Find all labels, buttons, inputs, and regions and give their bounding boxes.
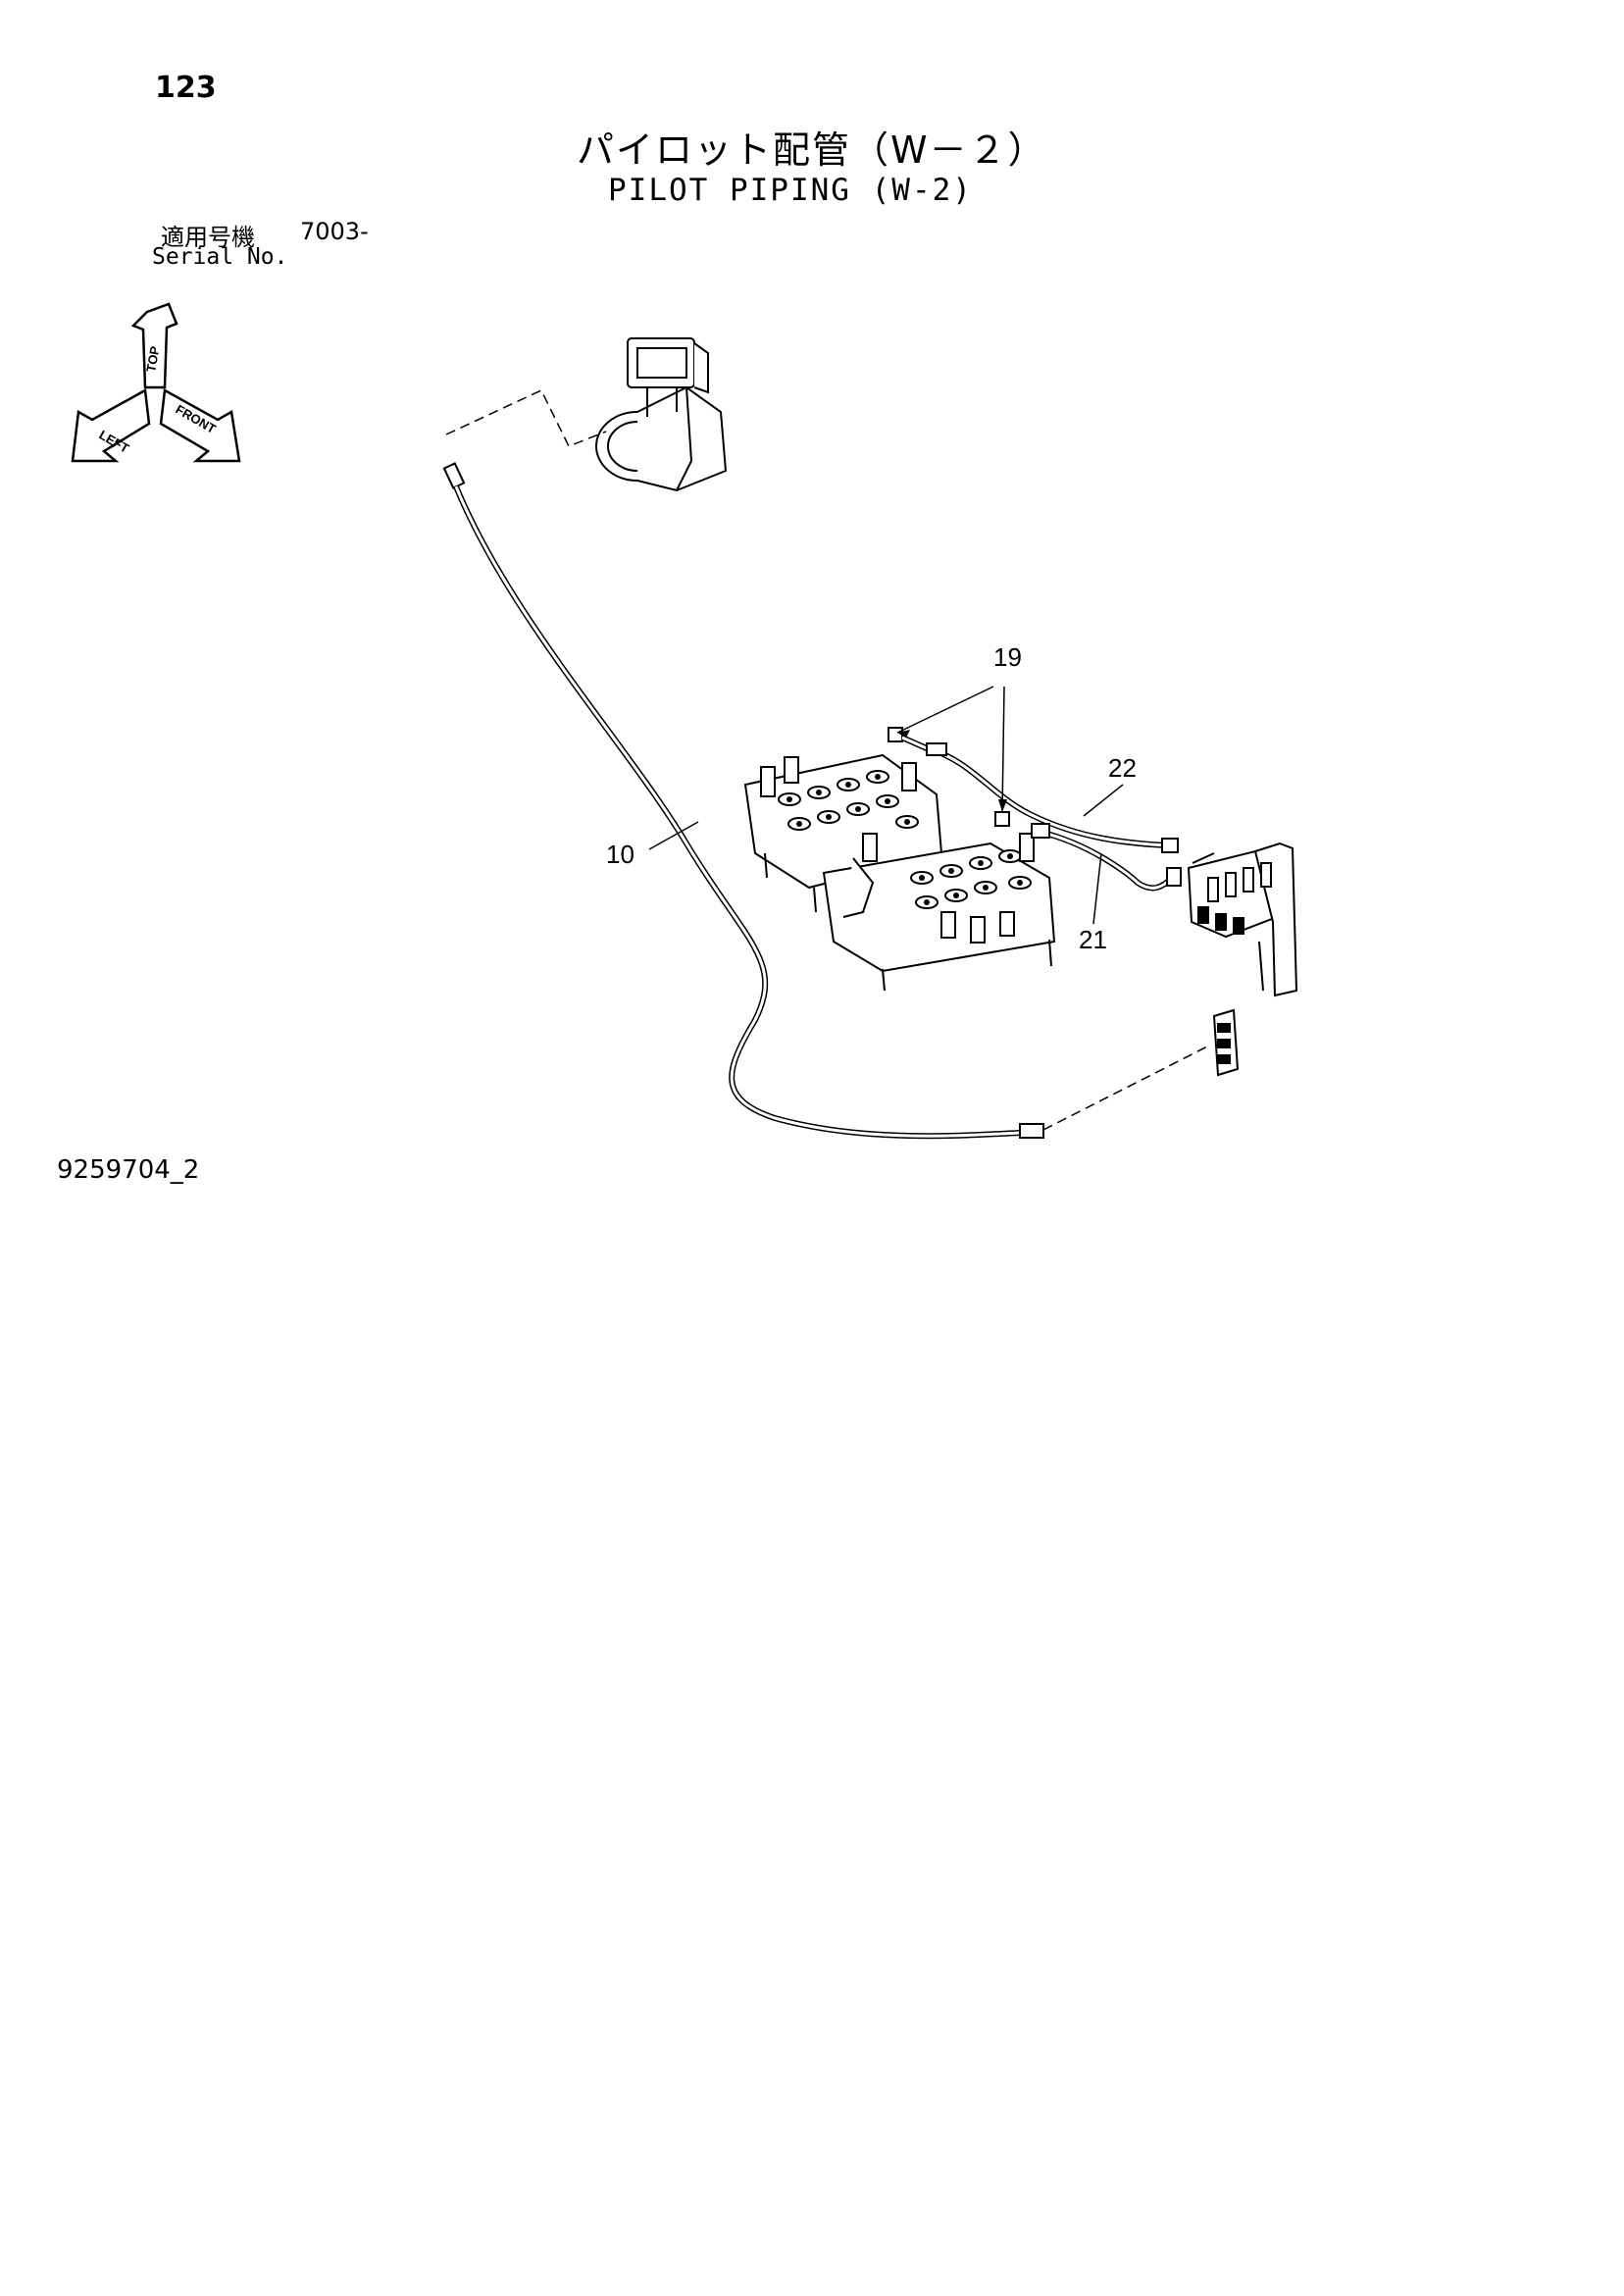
hose-10-dashline: [1042, 1044, 1212, 1131]
control-valve: [743, 753, 1056, 992]
callout-22: 22: [1108, 753, 1137, 783]
page-title-japanese: パイロット配管（W－２）: [577, 128, 1047, 172]
page-number: 123: [155, 71, 217, 105]
pilot-pump: [595, 337, 728, 492]
callout-leaders: [648, 686, 1124, 925]
page-title: PILOT PIPING (W-2): [608, 173, 973, 208]
document-id: 9259704_2: [57, 1155, 200, 1185]
solenoid-valve: [1187, 842, 1298, 997]
callout-21: 21: [1079, 925, 1107, 954]
callout-10: 10: [606, 840, 634, 869]
serial-label-japanese: 適用号機: [161, 224, 255, 251]
connector-block: [1212, 1008, 1240, 1077]
hose-21: [1031, 823, 1182, 892]
callout-arrowheads: [897, 730, 1007, 812]
pump-connection-dashline: [445, 389, 607, 447]
orientation-label-top: TOP: [143, 345, 162, 374]
callout-19: 19: [993, 642, 1022, 672]
serial-label: Serial No.: [152, 244, 288, 270]
orientation-arrows-icon: TOP LEFT FRONT: [71, 302, 241, 463]
hose-22: [900, 735, 1179, 853]
hose-10: [442, 462, 1044, 1140]
serial-value: 7003-: [300, 218, 369, 245]
